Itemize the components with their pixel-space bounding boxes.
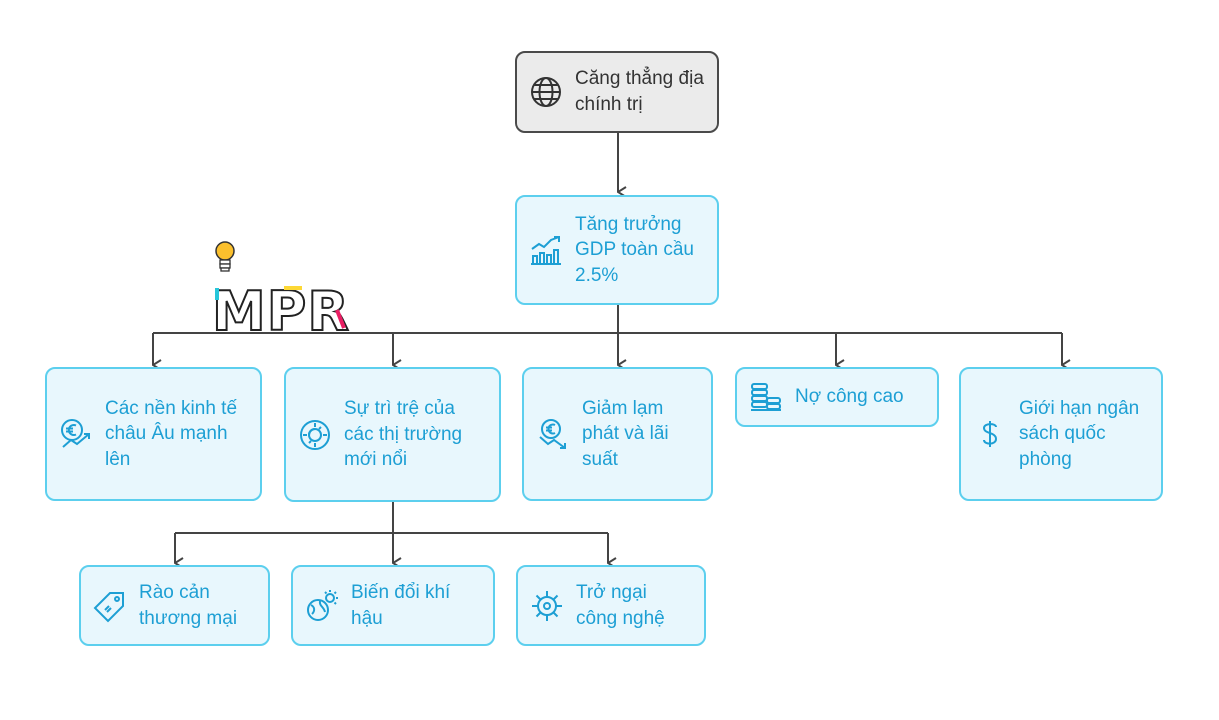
- sub-factor-label: Biến đổi khí hậu: [351, 581, 451, 629]
- sub-factor-label: Rào cản thương mại: [139, 581, 238, 629]
- root-label: Căng thẳng địa chính trị: [575, 68, 704, 115]
- sub-node-technology-obstacles: Trở ngại công nghệ: [516, 565, 706, 646]
- growth-label: Tăng trưởng GDP toàn cầu 2.5%: [575, 213, 695, 286]
- factor-label: Giới hạn ngân sách quốc phòng: [1019, 397, 1140, 470]
- factor-node-public-debt: Nợ công cao: [735, 367, 939, 427]
- earth-sun-icon: [305, 589, 339, 623]
- factor-label: Giảm lạm phát và lãi suất: [582, 397, 669, 470]
- sub-factor-label: Trở ngại công nghệ: [576, 581, 665, 629]
- root-node-geopolitical-tension: Căng thẳng địa chính trị: [515, 51, 719, 133]
- globe-icon: [529, 75, 563, 109]
- factor-label: Sự trì trệ của các thị trường mới nổi: [344, 398, 463, 471]
- euro-down-icon: [536, 417, 570, 451]
- factor-node-inflation-rates: Giảm lạm phát và lãi suất: [522, 367, 713, 501]
- mpr-logo: MPR: [206, 238, 371, 344]
- price-tag-icon: [93, 589, 127, 623]
- dollar-icon: [973, 417, 1007, 451]
- factor-label: Các nền kinh tế châu Âu mạnh lên: [105, 397, 238, 470]
- growth-chart-icon: [529, 233, 563, 267]
- sub-node-trade-barriers: Rào cản thương mại: [79, 565, 270, 646]
- growth-node: Tăng trưởng GDP toàn cầu 2.5%: [515, 195, 719, 305]
- factor-label: Nợ công cao: [795, 386, 904, 408]
- factor-node-defense-budget: Giới hạn ngân sách quốc phòng: [959, 367, 1163, 501]
- circular-arrows-icon: [298, 418, 332, 452]
- coin-stack-icon: [749, 380, 783, 414]
- factor-node-european-economies: Các nền kinh tế châu Âu mạnh lên: [45, 367, 262, 501]
- euro-up-icon: [59, 417, 93, 451]
- virus-gear-icon: [530, 589, 564, 623]
- factor-node-emerging-stagnation: Sự trì trệ của các thị trường mới nổi: [284, 367, 501, 502]
- logo-text: MPR: [212, 280, 350, 338]
- lightbulb-icon: [215, 241, 235, 272]
- sub-node-climate-change: Biến đổi khí hậu: [291, 565, 495, 646]
